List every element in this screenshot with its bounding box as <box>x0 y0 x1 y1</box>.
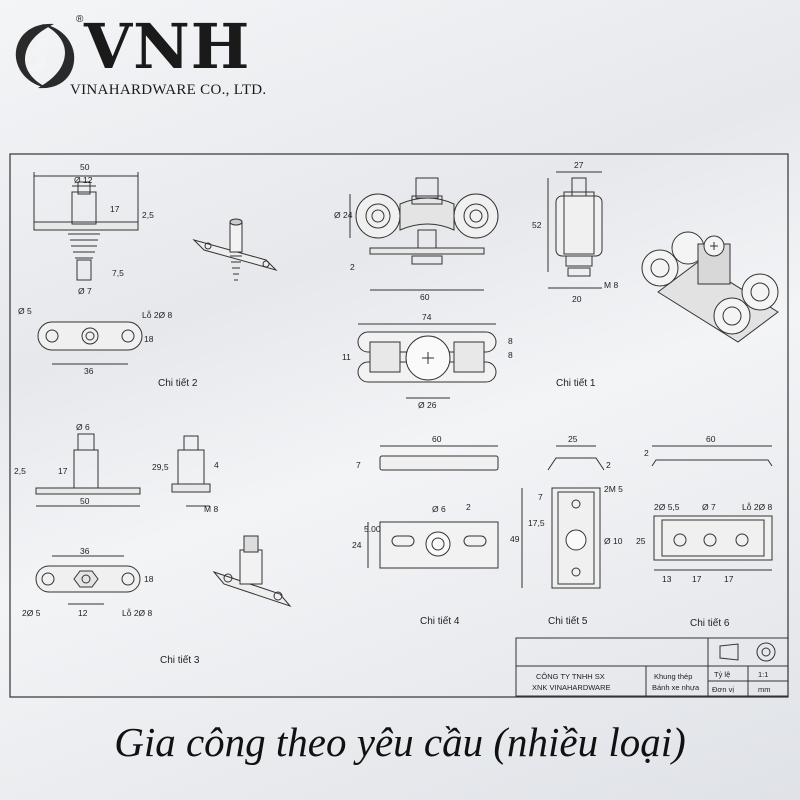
vnh-emblem-icon <box>15 23 75 89</box>
detail-3-side-view <box>171 435 211 507</box>
title-block-scale-value: 1:1 <box>758 670 768 679</box>
dim-text: 36 <box>80 546 90 556</box>
dim-text: Ø 12 <box>74 175 93 185</box>
detail-4-bar <box>379 445 499 471</box>
dim-text: Lỗ 2Ø 8 <box>742 502 773 512</box>
dim-text: 17 <box>58 466 68 476</box>
dim-text: 27 <box>574 160 584 170</box>
dim-text: 60 <box>706 434 716 444</box>
dim-text: 36 <box>84 366 94 376</box>
registered-mark: ® <box>76 14 84 25</box>
detail-1-front-view <box>349 177 499 291</box>
detail-6-front-view <box>653 515 773 571</box>
detail-5-top-profile <box>547 445 605 471</box>
dim-text: 11 <box>342 352 351 362</box>
dim-text: 17 <box>692 574 702 584</box>
dim-text: 2 <box>466 502 471 512</box>
detail-3-label: Chi tiết 3 <box>160 654 200 666</box>
detail-3-top-view <box>35 555 141 605</box>
detail-6-top-profile <box>651 445 773 467</box>
dim-text: 60 <box>432 434 442 444</box>
company-logo: ® VNH VINAHARDWARE CO., LTD. <box>8 8 328 108</box>
dim-text: 17 <box>724 574 734 584</box>
dim-text: 2 <box>606 460 611 470</box>
dim-text: 50 <box>80 496 90 506</box>
title-block-material: Khung thép <box>654 672 692 681</box>
dim-text: Lỗ 2Ø 8 <box>142 310 173 320</box>
technical-drawing-sheet: 50 Ø 12 17 2,5 7,5 Ø 7 Ø 5 Lỗ 2Ø 8 18 36… <box>9 153 789 698</box>
detail-1-side-view <box>547 171 603 289</box>
title-block-frame <box>515 637 789 697</box>
brand-name: VNH <box>84 10 251 83</box>
dim-text: Ø 7 <box>702 502 716 512</box>
detail-2-top-view <box>37 321 143 365</box>
dim-text: 17,5 <box>528 518 545 528</box>
title-block-scale-label: Tỷ lệ <box>714 670 730 679</box>
dim-text: Ø 26 <box>418 400 437 410</box>
detail-5-front-view <box>521 487 601 589</box>
detail-1-label: Chi tiết 1 <box>556 377 596 389</box>
dim-text: 7,5 <box>112 268 124 278</box>
dim-text: M 8 <box>204 504 218 514</box>
dim-text: 4 <box>214 460 219 470</box>
detail-2-label: Chi tiết 2 <box>158 377 198 389</box>
dim-text: 2 <box>644 448 649 458</box>
detail-4-label: Chi tiết 4 <box>420 615 460 627</box>
title-block-unit-value: mm <box>758 685 771 694</box>
title-block-company: XNK VINAHARDWARE <box>532 683 610 692</box>
detail-3-front-view <box>35 433 141 507</box>
dim-text: 2 <box>350 262 355 272</box>
dim-text: 12 <box>78 608 88 618</box>
detail-3-iso-view <box>212 535 292 608</box>
dim-text: 2M 5 <box>604 484 623 494</box>
page-caption: Gia công theo yêu cầu (nhiều loại) <box>114 719 686 765</box>
detail-6-label: Chi tiết 6 <box>690 617 730 629</box>
dim-text: 17 <box>110 204 120 214</box>
dim-text: 2,5 <box>142 210 154 220</box>
dim-text: Ø 6 <box>76 422 90 432</box>
dim-text: 24 <box>352 540 362 550</box>
detail-5-label: Chi tiết 5 <box>548 615 588 627</box>
dim-text: 52 <box>532 220 542 230</box>
title-block-material: Bánh xe nhựa <box>652 683 700 692</box>
company-name: VINAHARDWARE CO., LTD. <box>70 82 267 98</box>
dim-text: 50 <box>80 162 90 172</box>
dim-text: 29,5 <box>152 462 169 472</box>
dim-text: 8 <box>508 350 513 360</box>
detail-1-iso-view <box>641 231 779 343</box>
detail-4-plate <box>367 521 499 569</box>
dim-text: 7 <box>538 492 543 502</box>
title-block-unit-label: Đơn vị <box>712 685 734 694</box>
dim-text: 2,5 <box>14 466 26 476</box>
dim-text: 2Ø 5 <box>22 608 41 618</box>
dim-text: 74 <box>422 312 432 322</box>
dim-text: 25 <box>636 536 646 546</box>
detail-2-side-view <box>33 172 139 281</box>
title-block-company: CÔNG TY TNHH SX <box>536 672 605 681</box>
dim-text: 7 <box>356 460 361 470</box>
dim-text: Ø 24 <box>334 210 353 220</box>
dim-text: M 8 <box>604 280 618 290</box>
dim-text: 25 <box>568 434 578 444</box>
dim-text: 49 <box>510 534 520 544</box>
dim-text: 13 <box>662 574 672 584</box>
dim-text: 60 <box>420 292 430 302</box>
dim-text: 18 <box>144 574 154 584</box>
dim-text: Ø 10 <box>604 536 623 546</box>
dim-text: Ø 7 <box>78 286 92 296</box>
dim-text: 5.00 <box>364 524 381 534</box>
detail-2-iso-view <box>192 218 278 281</box>
dim-text: Ø 5 <box>18 306 32 316</box>
dim-text: 20 <box>572 294 582 304</box>
dim-text: Lỗ 2Ø 8 <box>122 608 153 618</box>
dim-text: 18 <box>144 334 154 344</box>
detail-1-top-view <box>357 323 497 399</box>
dim-text: 2Ø 5,5 <box>654 502 680 512</box>
sheet-border <box>9 153 789 698</box>
dim-text: Ø 6 <box>432 504 446 514</box>
dim-text: 8 <box>508 336 513 346</box>
